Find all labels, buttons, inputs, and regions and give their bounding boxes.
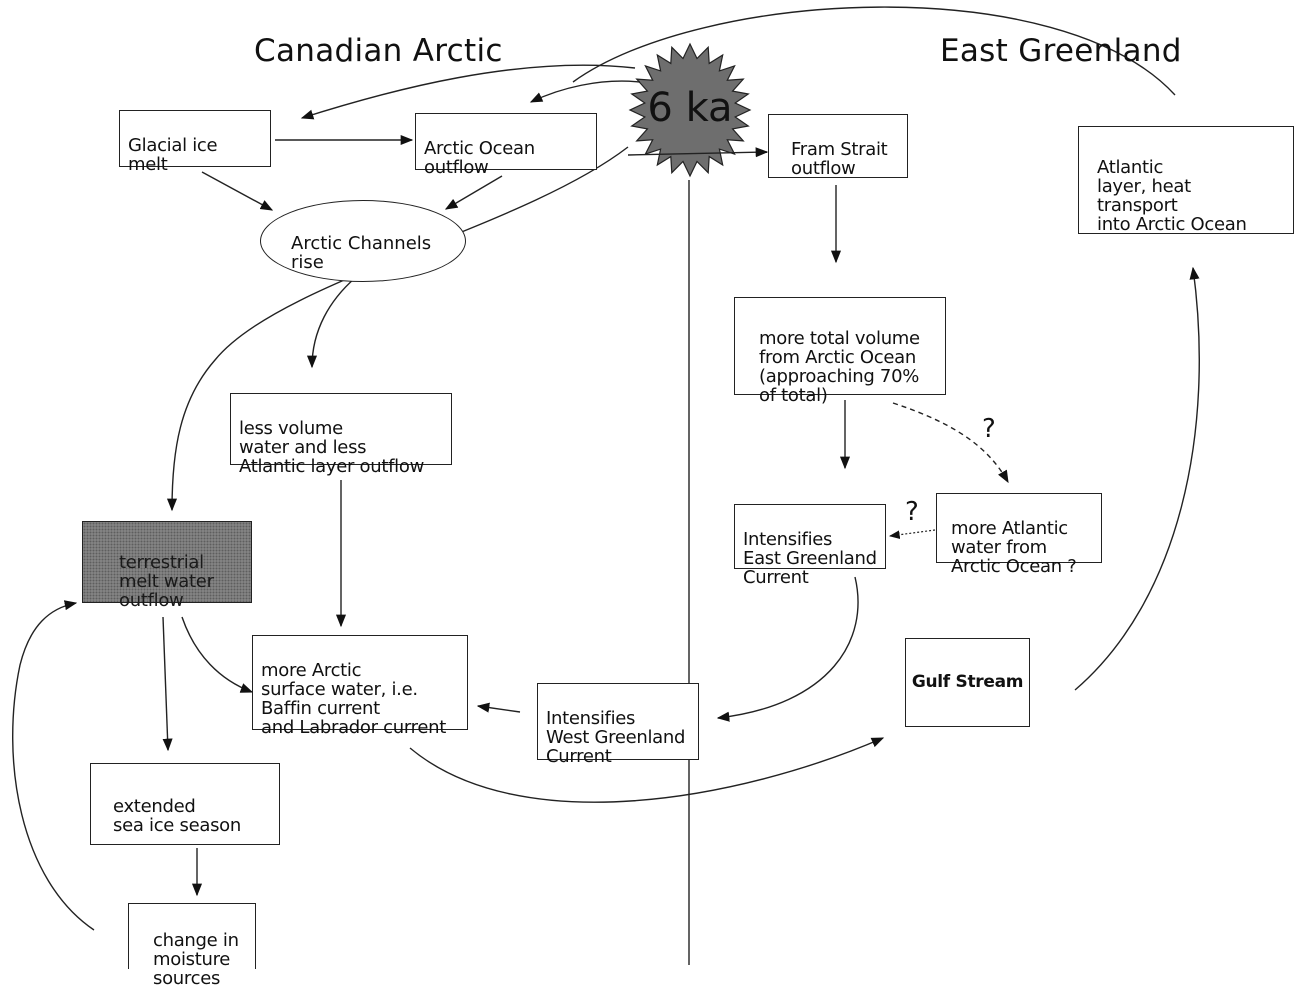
- arrow-channels-to-less-volume: [306, 277, 356, 369]
- ellipse-arctic-channels-rise: Arctic Channels rise: [260, 200, 466, 282]
- box-extended-sea-ice: extended sea ice season: [90, 763, 280, 845]
- diagram-canvas: 6 ka: [12, 6, 1200, 965]
- heading-canadian-arctic: Canadian Arctic: [254, 33, 503, 69]
- box-label: Intensifies East Greenland Current: [743, 529, 877, 588]
- question-mark-dotted: ?: [905, 497, 919, 527]
- arrow-atlantic-water-to-egc: [888, 529, 936, 539]
- arrow-terrestrial-to-sea-ice: [162, 616, 173, 752]
- box-label: Atlantic layer, heat transport into Arct…: [1097, 157, 1247, 235]
- box-label: more Atlantic water from Arctic Ocean ?: [951, 518, 1077, 577]
- box-label: Arctic Ocean outflow: [424, 138, 535, 178]
- event-label: 6 ka: [647, 85, 732, 131]
- arrow-glacial-to-channels: [201, 171, 274, 211]
- box-label: Arctic Channels rise: [291, 233, 432, 273]
- box-atlantic-layer: Atlantic layer, heat transport into Arct…: [1078, 126, 1294, 234]
- arrow-wgc-to-more-arctic: [476, 702, 521, 713]
- arrow-burst-to-arctic-outflow: [529, 80, 641, 103]
- box-more-total-volume: more total volume from Arctic Ocean (app…: [734, 297, 946, 405]
- box-change-moisture: change in moisture sources: [128, 903, 256, 988]
- box-label: Glacial ice melt: [128, 135, 218, 175]
- arrow-burst-to-terrestrial: [166, 146, 629, 512]
- arrow-total-to-atlantic-water: [892, 402, 1009, 484]
- box-label: Fram Strait outflow: [791, 139, 888, 179]
- box-more-arctic-surface-water: more Arctic surface water, i.e. Baffin c…: [252, 635, 468, 737]
- arrow-gulf-to-atlantic-layer: [1074, 266, 1200, 691]
- arrow-outflow-to-channels: [444, 175, 503, 210]
- arrow-burst-to-fram: [627, 147, 769, 158]
- event-burst: 6 ka: [628, 42, 752, 178]
- box-label: more Arctic surface water, i.e. Baffin c…: [261, 660, 446, 738]
- box-terrestrial-melt-water: terrestrial melt water outflow: [82, 521, 252, 610]
- heading-east-greenland: East Greenland: [940, 33, 1182, 69]
- box-less-volume: less volume water and less Atlantic laye…: [230, 393, 452, 476]
- box-gulf-stream: Gulf Stream: [905, 638, 1030, 727]
- box-intensifies-wgc: Intensifies West Greenland Current: [537, 683, 699, 766]
- box-label: more total volume from Arctic Ocean (app…: [759, 328, 920, 406]
- box-more-atlantic-water: more Atlantic water from Arctic Ocean ?: [936, 493, 1102, 576]
- box-label: change in moisture sources: [153, 930, 239, 989]
- box-arctic-ocean-outflow: Arctic Ocean outflow: [415, 113, 597, 177]
- question-mark-dashed: ?: [982, 414, 996, 444]
- box-label: Intensifies West Greenland Current: [546, 708, 686, 767]
- arrow-egc-to-wgc: [716, 576, 859, 722]
- box-label: extended sea ice season: [113, 796, 241, 836]
- arrow-burst-to-glacial: [300, 64, 636, 120]
- arrow-terrestrial-to-more-arctic: [181, 616, 254, 693]
- arrow-moisture-loop-to-terrestrial: [12, 600, 95, 931]
- box-intensifies-egc: Intensifies East Greenland Current: [734, 504, 886, 587]
- box-fram-strait-outflow: Fram Strait outflow: [768, 114, 908, 178]
- arc-top-right: [572, 6, 1176, 96]
- box-glacial-ice-melt: Glacial ice melt: [119, 110, 271, 174]
- box-label: terrestrial melt water outflow: [119, 552, 214, 611]
- box-label: less volume water and less Atlantic laye…: [239, 418, 425, 477]
- box-label: Gulf Stream: [911, 672, 1024, 692]
- arrow-more-arctic-to-gulf: [409, 737, 885, 803]
